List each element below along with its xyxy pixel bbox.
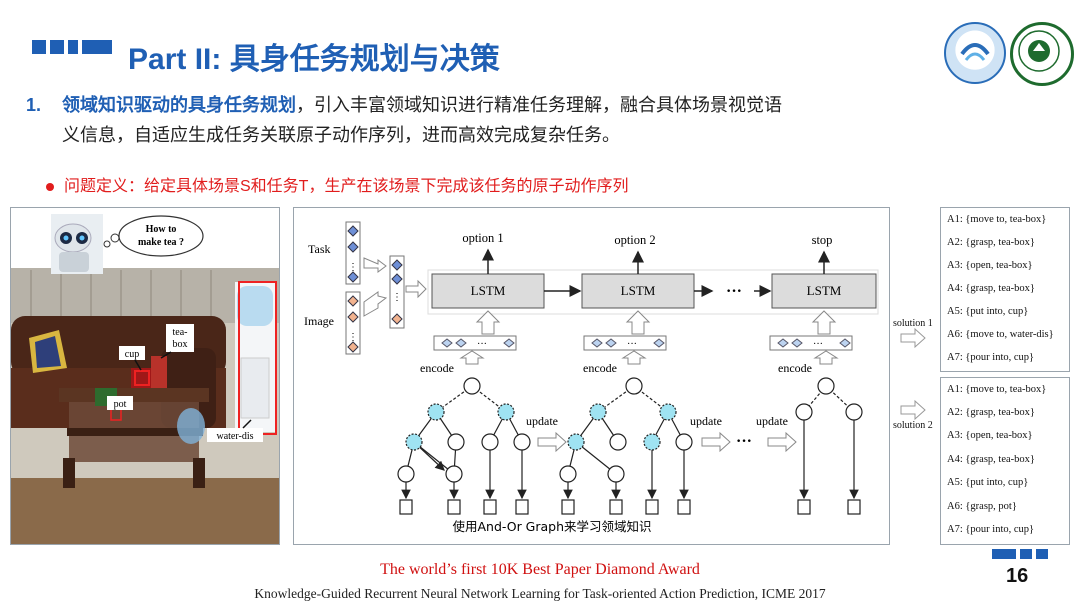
lstm-label-3: LSTM	[807, 283, 842, 298]
encode-label-2: encode	[583, 361, 617, 375]
problem-definition: 问题定义：给定具体场景S和任务T，生产在该场景下完成该任务的原子动作序列	[46, 172, 628, 196]
svg-text:···: ···	[627, 339, 637, 350]
page-number: 16	[1006, 565, 1028, 588]
bullet-number: 1.	[26, 90, 62, 120]
solution-1-label: solution 1	[893, 318, 933, 329]
bullet-highlight: 领域知识驱动的具身任务规划	[62, 95, 296, 115]
label-tea-box-2: box	[173, 339, 188, 350]
solution-2-label: solution 2	[893, 420, 933, 431]
update-label-2: update	[690, 414, 722, 428]
solution-2-step: A3: {open, tea-box}	[947, 430, 1033, 441]
bullet-text-line1: ，引入丰富领域知识进行精准任务理解，融合具体场景视觉语	[296, 95, 782, 115]
solution-1-step: A2: {grasp, tea-box}	[947, 237, 1035, 248]
lstm-ellipsis: ···	[726, 283, 742, 300]
option-2-label: option 2	[614, 233, 655, 247]
diagram-caption: 使用And-Or Graph来学习领域知识	[452, 519, 651, 534]
svg-text:⋮: ⋮	[392, 292, 402, 303]
solution-2-step: A5: {put into, cup}	[947, 477, 1028, 488]
solution-1-panel: A1: {move to, tea-box} A2: {grasp, tea-b…	[940, 207, 1070, 372]
label-pot: pot	[114, 399, 127, 410]
slide-title: Part II: 具身任务规划与决策	[128, 34, 500, 78]
solution-2-step: A1: {move to, tea-box}	[947, 384, 1046, 395]
embedding-vectors	[434, 336, 852, 350]
update-label-3: update	[756, 414, 788, 428]
solution-1-step: A6: {move to, water-dis}	[947, 329, 1054, 340]
solution-1-step: A7: {pour into, cup}	[947, 352, 1034, 363]
encode-label-1: encode	[420, 361, 454, 375]
paper-citation: Knowledge-Guided Recurrent Neural Networ…	[0, 586, 1080, 602]
question-line2: make tea ?	[138, 237, 184, 248]
solution-2-step: A4: {grasp, tea-box}	[947, 454, 1035, 465]
encode-label-3: encode	[778, 361, 812, 375]
svg-text:···: ···	[813, 339, 823, 350]
solution-2-step: A6: {grasp, pot}	[947, 501, 1017, 512]
task-label: Task	[308, 242, 331, 256]
graph-ellipsis: ···	[736, 433, 752, 450]
solution-2-step: A2: {grasp, tea-box}	[947, 407, 1035, 418]
living-room-scene-image: How to make tea ? tea- box cup pot water…	[10, 207, 280, 545]
sun-yat-sen-university-logo	[1010, 22, 1074, 86]
title-decoration-bars	[32, 40, 112, 54]
label-water-dis: water-dis	[216, 431, 253, 442]
bullet-knowledge-driven-planning: 1.领域知识驱动的具身任务规划，引入丰富领域知识进行精准任务理解，融合具体场景视…	[26, 90, 986, 150]
image-label: Image	[304, 314, 334, 328]
klrnn-architecture-diagram: Task Image ⋮ ⋮ ⋮ LSTM LSTM LSTM ··· opti…	[293, 207, 890, 545]
solution-2-panel: A1: {move to, tea-box} A2: {grasp, tea-b…	[940, 377, 1070, 545]
update-label-1: update	[526, 414, 558, 428]
award-text: The world’s first 10K Best Paper Diamond…	[0, 561, 1080, 579]
stop-label: stop	[812, 233, 833, 247]
label-cup: cup	[125, 349, 139, 360]
svg-text:···: ···	[477, 339, 487, 350]
solution-1-step: A3: {open, tea-box}	[947, 260, 1033, 271]
lstm-label-2: LSTM	[621, 283, 656, 298]
solution-1-step: A5: {put into, cup}	[947, 306, 1028, 317]
and-or-graph-3	[804, 386, 854, 498]
solution-1-step: A1: {move to, tea-box}	[947, 214, 1046, 225]
question-line1: How to	[146, 224, 177, 235]
solution-1-step: A4: {grasp, tea-box}	[947, 283, 1035, 294]
bullet-text-line2: 义信息，自适应生成任务关联原子动作序列，进而高效完成复杂任务。	[26, 120, 986, 150]
lstm-label-1: LSTM	[471, 283, 506, 298]
problem-definition-text: 问题定义：给定具体场景S和任务T，生产在该场景下完成该任务的原子动作序列	[64, 178, 628, 195]
pengcheng-lab-logo	[944, 22, 1006, 84]
red-bullet-dot	[46, 183, 54, 191]
solution-connectors	[893, 290, 939, 440]
option-1-label: option 1	[462, 231, 503, 245]
label-tea-box-1: tea-	[173, 327, 188, 338]
solution-2-step: A7: {pour into, cup}	[947, 524, 1034, 535]
